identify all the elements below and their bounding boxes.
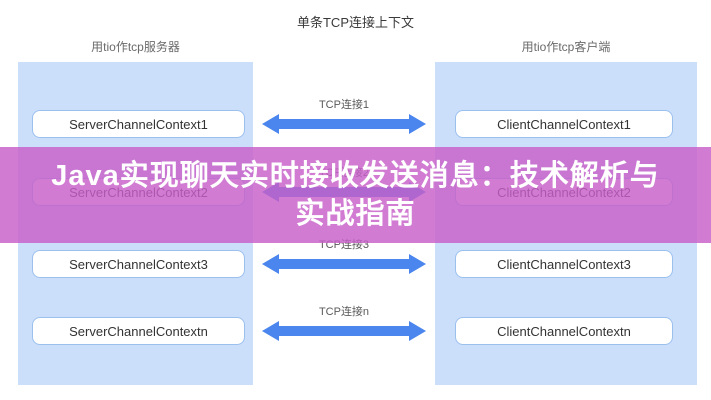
bidirectional-arrow [262,254,426,274]
article-title-banner: Java实现聊天实时接收发送消息：技术解析与 实战指南 [0,147,711,243]
client-column-header: 用tio作tcp客户端 [521,40,611,54]
client-channel-context-box: ClientChannelContext1 [455,110,673,138]
banner-title-line2: 实战指南 [295,198,416,230]
bidirectional-arrow [262,114,426,134]
server-channel-context-box: ServerChannelContextn [32,317,245,345]
bidirectional-arrow [262,321,426,341]
arrow-head-left-icon [262,321,279,341]
arrow-head-right-icon [409,254,426,274]
arrow-head-right-icon [409,321,426,341]
diagram-title: 单条TCP连接上下文 [296,15,414,30]
arrow-shaft [279,326,409,336]
tcp-connection-label: TCP连接n [318,306,370,318]
arrow-head-left-icon [262,254,279,274]
tcp-connection-label: TCP连接1 [318,99,370,111]
server-column-header: 用tio作tcp服务器 [91,40,180,54]
banner-title-line1: Java实现聊天实时接收发送消息：技术解析与 [51,160,660,192]
arrow-head-left-icon [262,114,279,134]
client-channel-context-box: ClientChannelContextn [455,317,673,345]
arrow-shaft [279,119,409,129]
arrow-shaft [279,259,409,269]
server-channel-context-box: ServerChannelContext3 [32,250,245,278]
arrow-head-right-icon [409,114,426,134]
server-channel-context-box: ServerChannelContext1 [32,110,245,138]
client-channel-context-box: ClientChannelContext3 [455,250,673,278]
